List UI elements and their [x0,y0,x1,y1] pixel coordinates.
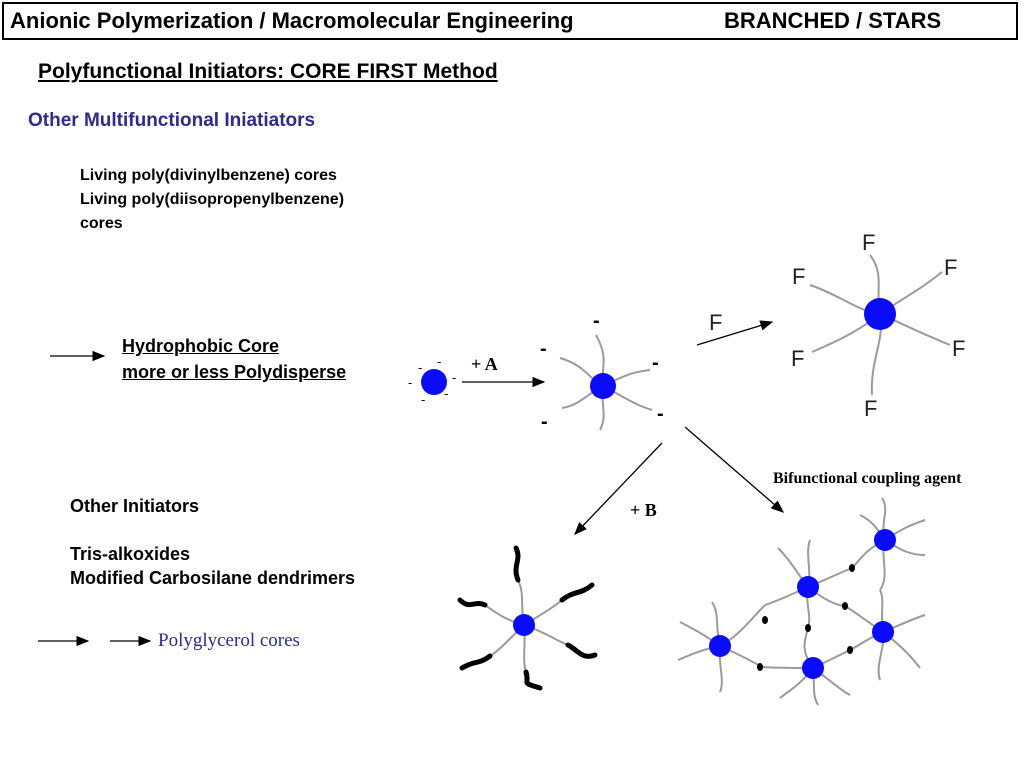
header-title: Anionic Polymerization / Macromolecular … [10,8,574,33]
core-list-item: Living poly(divinylbenzene) cores [80,167,337,184]
coupling-dot [842,602,848,610]
functional-group-label: F [792,264,805,289]
living-star [559,334,653,431]
charge: - [652,352,659,374]
charge: - [437,354,441,369]
charge: - [541,411,548,433]
other-initiator-item: Tris-alkoxides [70,544,191,564]
page-subtitle: Polyfunctional Initiators: CORE FIRST Me… [38,60,498,83]
charge: - [444,386,448,401]
arrow-plus-b [574,442,663,535]
functional-group-label: F [709,310,722,335]
header-section: BRANCHED / STARS [724,8,942,33]
charge: - [593,310,600,332]
other-initiators: Other Initiators Tris-alkoxides Modified… [70,494,355,590]
core-sphere [874,529,896,551]
block-star [457,545,598,691]
coupling-dot [849,564,855,572]
hydrophobic-line-2: more or less Polydisperse [122,362,347,382]
functional-star [809,254,951,396]
coupling-dot [805,624,811,632]
charge: - [421,392,425,407]
charge: - [408,375,412,390]
charged-core: - - - - - - [408,354,456,407]
arrow-to-functional-star [696,320,774,346]
charge: - [540,338,547,360]
core-sphere [513,614,535,636]
polyglycerol-label: Polyglycerol cores [158,630,300,651]
core-sphere [709,635,731,657]
core-sphere [797,576,819,598]
core-list-item: Living poly(diisopropenylbenzene) [80,191,345,208]
core-sphere [421,369,447,395]
coupling-dot [757,663,763,671]
functional-group-label: F [791,346,804,371]
functional-group-label: F [944,255,957,280]
charge: - [418,360,422,375]
functional-group-label: F [952,336,965,361]
other-initiator-item: Modified Carbosilane dendrimers [70,568,356,588]
functional-group-label: F [864,396,877,421]
hydrophobic-line-1: Hydrophobic Core [122,336,280,356]
coupling-agent-label: Bifunctional coupling agent [773,470,962,487]
multifunctional-heading: Other Multifunctional Iniatiators [28,110,316,131]
core-sphere [590,373,616,399]
charge: - [452,370,456,385]
hydrophobic-core-label: Hydrophobic Core more or less Polydisper… [122,333,346,385]
header-box [2,2,1018,40]
core-list: Living poly(divinylbenzene) cores Living… [80,164,344,236]
arrow-to-network [684,426,784,513]
core-list-item: cores [80,215,123,232]
core-sphere [872,621,894,643]
coupling-dot [762,616,768,624]
charge: - [657,403,664,425]
other-initiators-heading: Other Initiators [70,496,200,516]
plus-a-label: + A [471,354,498,374]
star-network [677,497,926,706]
coupling-dot [847,646,853,654]
functional-group-label: F [862,230,875,255]
core-sphere [802,657,824,679]
core-sphere [864,298,896,330]
plus-b-label: + B [630,500,657,520]
